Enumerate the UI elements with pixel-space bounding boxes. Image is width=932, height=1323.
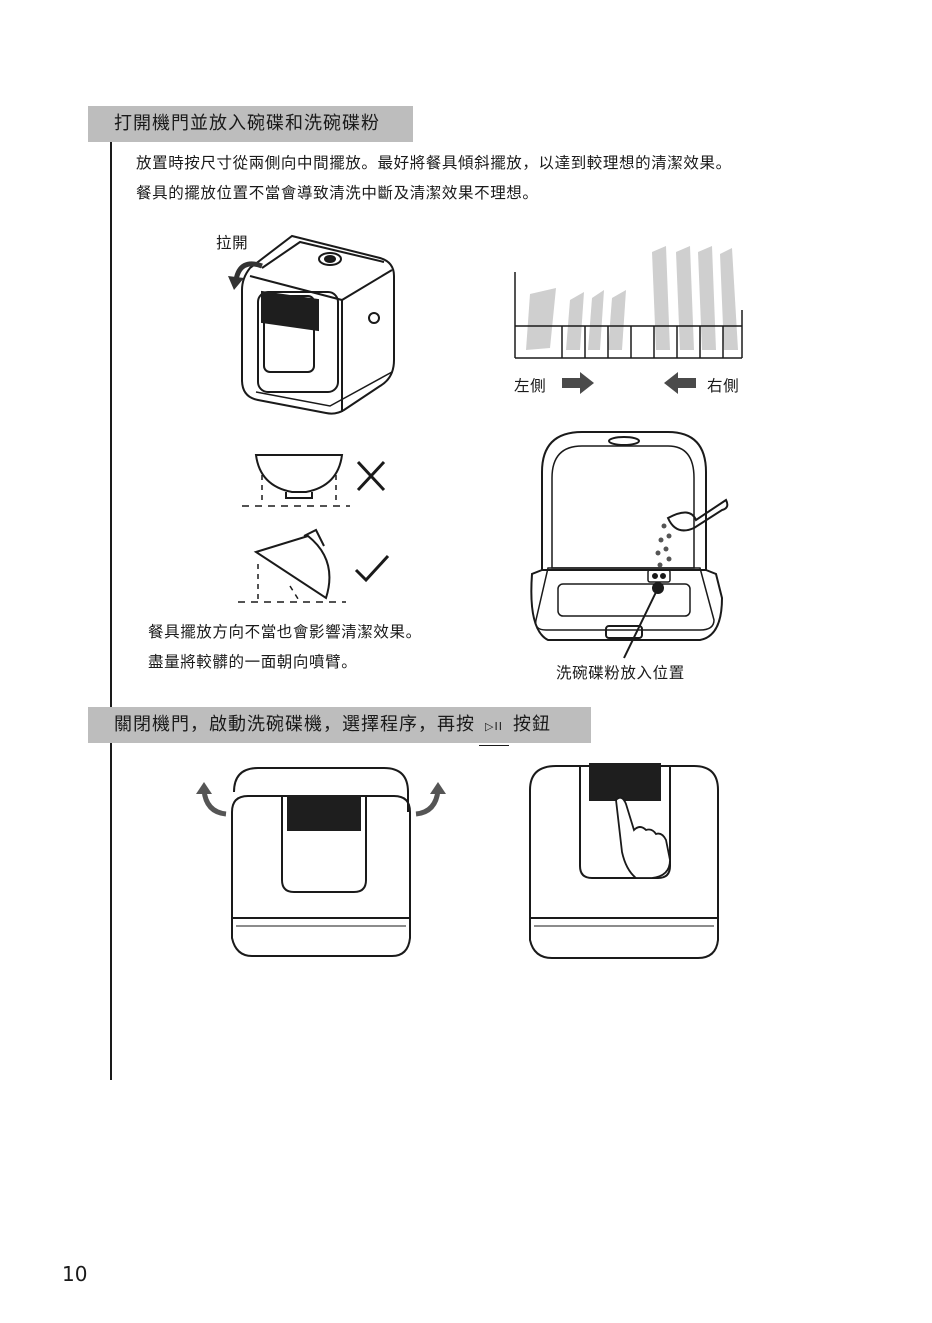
dishwasher-open-illustration [242, 236, 394, 414]
bowl-wrong-illustration [242, 455, 350, 506]
play-pause-button-icon: ▷II [479, 709, 509, 746]
detergent-powder-dots [656, 524, 672, 568]
powder-position-dot [652, 582, 664, 594]
dishwasher-interior-illustration [531, 432, 722, 658]
rack-diagram [515, 246, 742, 358]
finger-press-icon [616, 798, 670, 878]
label-powder-position: 洗碗碟粉放入位置 [556, 661, 685, 683]
bowl-correct-illustration [238, 530, 346, 602]
note-dirty-side: 盡量將較髒的一面朝向噴臂。 [148, 650, 357, 672]
label-right-side: 右側 [707, 374, 739, 396]
detergent-spoon-icon [668, 500, 727, 530]
cross-mark-icon [358, 462, 384, 490]
section-title-suffix: 按鈕 [513, 714, 551, 735]
section-title-prefix: 關閉機門，啟動洗碗碟機，選擇程序，再按 [114, 714, 475, 735]
arrow-left-icon [664, 372, 696, 394]
label-open: 拉開 [216, 231, 248, 253]
arrow-right-icon [562, 372, 594, 394]
page-number: 10 [62, 1262, 87, 1286]
dishwasher-closing-illustration [232, 768, 410, 956]
check-mark-icon [356, 556, 388, 580]
note-placement-direction: 餐具擺放方向不當也會影響清潔效果。 [148, 620, 422, 642]
label-left-side: 左側 [514, 374, 546, 396]
